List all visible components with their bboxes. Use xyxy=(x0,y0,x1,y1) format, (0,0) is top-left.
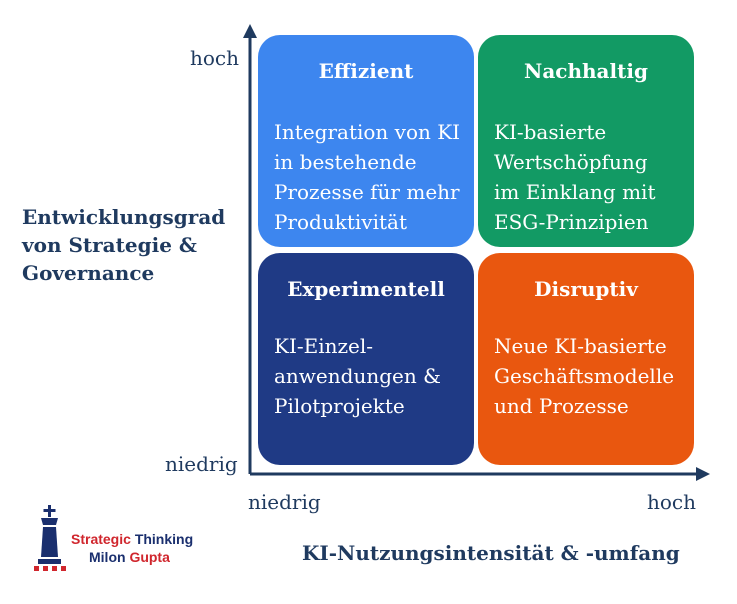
quadrant-body: Neue KI-basierte Geschäftsmodelle und Pr… xyxy=(494,334,675,418)
logo xyxy=(34,505,66,571)
logo-word: Strategic xyxy=(71,531,131,547)
y-axis-arrow xyxy=(243,24,257,38)
quadrant-title: Effizient xyxy=(318,59,414,83)
quadrant-title: Experimentell xyxy=(287,277,445,301)
y-tick-high: hoch xyxy=(190,46,240,70)
chess-king-icon xyxy=(34,505,66,571)
x-axis-arrow xyxy=(696,467,710,481)
logo-word: Gupta xyxy=(129,549,170,565)
quadrant-body: KI-basierte Wertschöpfung im Einklang mi… xyxy=(494,120,656,234)
quadrant-nachhaltig: Nachhaltig KI-basierte Wertschöpfung im … xyxy=(478,35,694,247)
quadrant-title: Nachhaltig xyxy=(524,59,648,83)
logo-text: Strategic Thinking Milon Gupta xyxy=(71,530,193,566)
x-tick-low: niedrig xyxy=(248,490,321,514)
quadrant-body: Integration von KI in bestehende Prozess… xyxy=(274,120,461,234)
x-tick-high: hoch xyxy=(647,490,697,514)
y-axis-title: Entwicklungsgrad von Strategie & Governa… xyxy=(22,205,226,285)
logo-word: Milon xyxy=(89,549,126,565)
quadrant-experimentell: Experimentell KI-Einzel- anwendungen & P… xyxy=(258,253,474,465)
quadrant-effizient: Effizient Integration von KI in bestehen… xyxy=(258,35,474,247)
y-tick-low: niedrig xyxy=(165,452,238,476)
quadrant-body: KI-Einzel- anwendungen & Pilotprojekte xyxy=(274,334,441,418)
quadrant-title: Disruptiv xyxy=(534,277,638,301)
logo-word: Thinking xyxy=(134,531,194,547)
quadrant-disruptiv: Disruptiv Neue KI-basierte Geschäftsmode… xyxy=(478,253,694,465)
x-axis-title: KI-Nutzungsintensität & -umfang xyxy=(302,541,680,565)
